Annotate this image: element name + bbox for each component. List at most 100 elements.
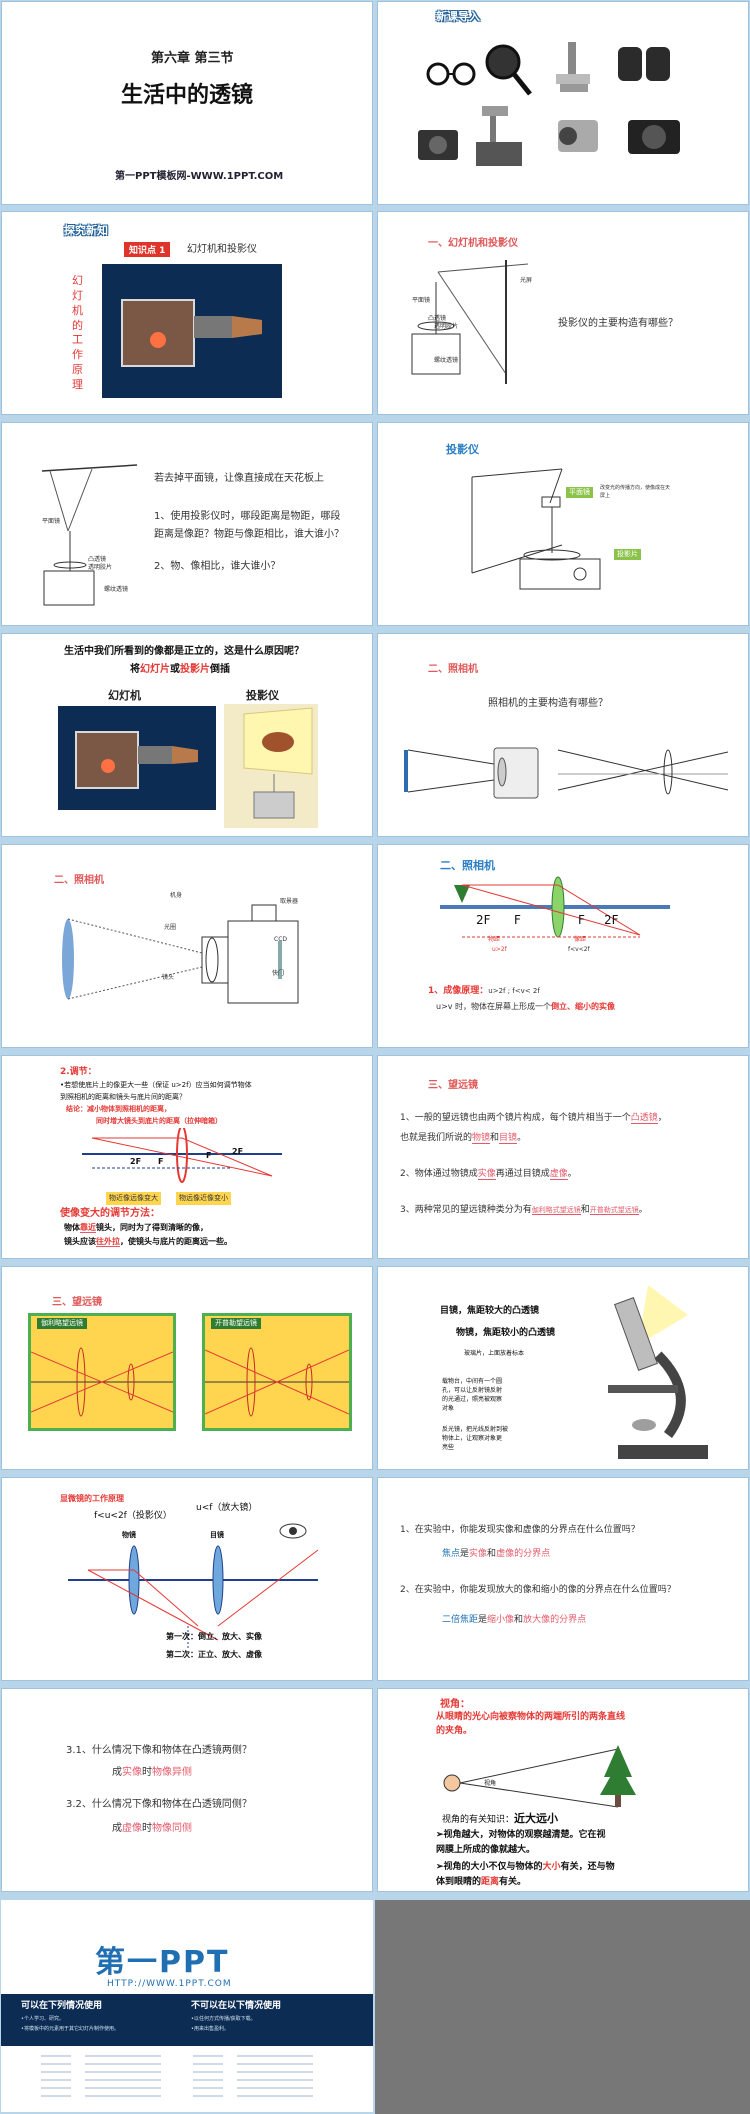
film-label: 投影片: [614, 549, 641, 560]
telescope-line-2b: 和: [490, 1133, 500, 1143]
bullet-2-distance: 距离: [481, 1877, 500, 1887]
answer-1-is: 是: [460, 1549, 470, 1559]
answer-3-1a: 成: [112, 1767, 122, 1778]
mirror-label-2: 物体上，让观察对象更: [442, 1435, 503, 1442]
visual-angle-heading: 视角：: [440, 1699, 470, 1710]
slide-16[interactable]: 1、在实验中，你能发现实像和虚像的分界点在什么位置吗？ 焦点是实像和虚像的分界点…: [377, 1477, 749, 1681]
vertical-caption: 幻灯机的工作原理: [72, 274, 83, 391]
allowed-heading: 可以在下列情况使用: [21, 2001, 103, 2011]
method-keyword-pull-out: 往外拉: [96, 1237, 120, 1247]
knowledge-badge: 知识点 1: [124, 242, 171, 257]
answer-3-1: 成实像时物像异侧: [112, 1765, 192, 1780]
label-aperture: 光圈: [164, 924, 177, 931]
slide-7[interactable]: 生活中我们所看到的像都是正立的，这是什么原因呢？ 将幻灯片或投影片倒插 幻灯机 …: [1, 633, 373, 837]
object-distance-condition: u>2f: [492, 946, 507, 953]
label-2f-right: 2F: [604, 913, 619, 927]
footer-url[interactable]: HTTP://WWW.1PPT.COM: [107, 1979, 232, 1989]
image-distance-condition: f<v<2f: [568, 946, 590, 953]
microscope-icon: [556, 42, 590, 92]
section-tag: 新课导入: [436, 10, 480, 23]
footer-slide[interactable]: 第一PPT HTTP://WWW.1PPT.COM 可以在下列情况使用 •个人学…: [1, 1900, 373, 2112]
slide-glass-label: 玻璃片，上面放着标本: [464, 1350, 525, 1357]
label-2f-right: 2F: [232, 1147, 244, 1156]
slide-6[interactable]: 投影仪 平面镜 改变光的传播方向，使像成在天屏上 投影片: [377, 422, 749, 626]
telescope-line-1b: ，: [657, 1113, 667, 1123]
bullet-2d-text: 体到眼睛的: [436, 1877, 482, 1887]
method-line-1c: 镜头，同时为了得到清晰的像，: [96, 1223, 208, 1232]
slide-15[interactable]: 显微镜的工作原理 f<u<2f（投影仪） u<f（放大镜） 物镜 目镜 第一次：…: [1, 1477, 373, 1681]
slide-11[interactable]: 2.调节： •若想使底片上的像更大一些（保证 u>2f）应当如何调节物体 到照相…: [1, 1055, 373, 1259]
slide-9[interactable]: 二、照相机 机身 取景器 光圈 CCD 镜头 快门: [1, 844, 373, 1048]
telescope-line-4a: 3、两种常见的望远镜种类分为有: [400, 1205, 532, 1215]
objective-lens-label: 物镜: [122, 1531, 136, 1539]
conclusion-line-2: 同时增大镜头到底片的距离（拉伸暗箱）: [96, 1117, 222, 1125]
rule-chip-2-text: 物远像近像变小: [179, 1194, 228, 1202]
slide-5[interactable]: 平面镜 凸透镜 透明胶片 螺纹透镜 若去掉平面镜，让像直接成在天花板上 1、使用…: [1, 422, 373, 626]
mirror-label-3: 亮些: [442, 1444, 455, 1451]
definition-line-1: 从眼睛的光心向被察物体的两端所引的两条直线: [436, 1712, 626, 1722]
image-distance-label: 像距: [574, 936, 587, 943]
label-f-left: F: [158, 1157, 164, 1166]
answer-eyepiece: 目镜: [499, 1133, 518, 1144]
projector-photo: [224, 704, 318, 828]
label-mirror: 平面镜: [42, 518, 61, 525]
slide-13[interactable]: 三、望远镜 伽利略望远镜 开普勒望远镜: [1, 1266, 373, 1470]
slide-17[interactable]: 3.1、什么情况下像和物体在凸透镜两侧？ 成实像时物像异侧 3.2、什么情况下像…: [1, 1688, 373, 1892]
bullet-2-size: 大小: [542, 1862, 561, 1872]
slide-10[interactable]: 二、照相机 2F F F 2F 物距 u>2f 像距 f<v<2f 1、成像原理…: [377, 844, 749, 1048]
knowledge-title: 幻灯机和投影仪: [187, 244, 257, 255]
camera-icon: [418, 130, 458, 160]
slide-2[interactable]: 新课导入: [377, 1, 749, 205]
slide-3[interactable]: 探究新知 知识点 1 幻灯机和投影仪 幻灯机的工作原理: [1, 211, 373, 415]
eyepiece-label: 目镜，焦距较大的凸透镜: [440, 1306, 540, 1316]
telescope-line-2c: 。: [517, 1133, 527, 1143]
question-text: 照相机的主要构造有哪些？: [488, 698, 608, 709]
telescope-line-4c: 。: [638, 1205, 648, 1215]
method-line-2c: ，使镜头与底片的距离远一些。: [120, 1237, 232, 1246]
bullet-2c-text: 有关，还与物: [560, 1862, 615, 1872]
method-line-1: 物体靠近镜头，同时为了得到清晰的像，: [64, 1222, 208, 1234]
microscope-ray-diagram: [68, 1545, 318, 1650]
label-viewfinder: 取景器: [280, 898, 299, 905]
question-text: 投影仪的主要构造有哪些？: [558, 318, 678, 329]
site-label: 第一PPT模板网-WWW.1PPT.COM: [115, 171, 284, 182]
principle-result: u>v 时，物体在屏幕上形成一个倒立、缩小的实像: [436, 1001, 615, 1013]
mirror-note: 改变光的传播方向，使像成在天屏上: [600, 485, 671, 499]
keplerian-caption: 开普勒望远镜: [211, 1318, 261, 1329]
slide-18[interactable]: 视角： 从眼睛的光心向被察物体的两端所引的两条直线 的夹角。 视角 视角的有关知…: [377, 1688, 749, 1892]
note-rule: 近大远小: [514, 1812, 559, 1825]
lens-devices-illustration: [418, 42, 680, 166]
bullet-2f-text: 有关。: [499, 1877, 527, 1887]
label-f-left: F: [514, 913, 521, 927]
label-convex-lens: 凸透镜: [428, 315, 447, 322]
formula-projector: f<u<2f（投影仪）: [94, 1511, 172, 1521]
label-2f-left: 2F: [476, 913, 491, 927]
microscope-heading: 显微镜的工作原理: [60, 1493, 124, 1503]
binoculars-icon: [618, 47, 670, 81]
question-text: 生活中我们所看到的像都是正立的，这是什么原因呢？: [64, 646, 304, 657]
slide-projector-illustration: [75, 731, 198, 789]
camera-diagram: [404, 747, 729, 799]
principle-label: 1、成像原理：: [428, 986, 489, 996]
slide-title: 生活中的透镜: [121, 83, 254, 108]
slide-4[interactable]: 一、幻灯机和投影仪 平面镜 凸透镜 透明胶片 螺纹透镜 光屏 投影仪的主要构造有…: [377, 211, 749, 415]
answer-1-and: 和: [487, 1549, 497, 1559]
slide-8[interactable]: 二、照相机 照相机的主要构造有哪些？: [377, 633, 749, 837]
answer-2-and: 和: [514, 1615, 524, 1625]
keyword-slide: 幻灯片: [140, 664, 170, 675]
answer-objective: 物镜: [472, 1133, 491, 1144]
telescope-line-4: 3、两种常见的望远镜种类分为有伽利略式望远镜和开普勒式望远镜。: [400, 1204, 648, 1218]
slide-12[interactable]: 三、望远镜 1、一般的望远镜也由两个镜片构成，每个镜片相当于一个凸透镜， 也就是…: [377, 1055, 749, 1259]
answer-3-1-real: 实像: [122, 1767, 142, 1778]
slide-14[interactable]: 目镜，焦距较大的凸透镜 物镜，焦距较小的凸透镜 玻璃片，上面放着标本 载物台，中…: [377, 1266, 749, 1470]
answer-3-2: 成虚像时物像同侧: [112, 1821, 192, 1836]
label-film: 透明胶片: [88, 564, 113, 571]
slide-1[interactable]: 第六章 第三节 生活中的透镜 第一PPT模板网-WWW.1PPT.COM: [1, 1, 373, 205]
slide-1-inner: 第六章 第三节 生活中的透镜 第一PPT模板网-WWW.1PPT.COM: [11, 11, 363, 195]
section-heading: 投影仪: [446, 443, 479, 456]
label-ccd: CCD: [274, 936, 287, 943]
footer-logo: 第一PPT: [95, 1945, 230, 1980]
answer-3-1-opposite: 物像异侧: [152, 1767, 192, 1778]
note-label: 视角的有关知识：: [442, 1815, 515, 1825]
question-1: 1、在实验中，你能发现实像和虚像的分界点在什么位置吗？: [400, 1525, 640, 1535]
